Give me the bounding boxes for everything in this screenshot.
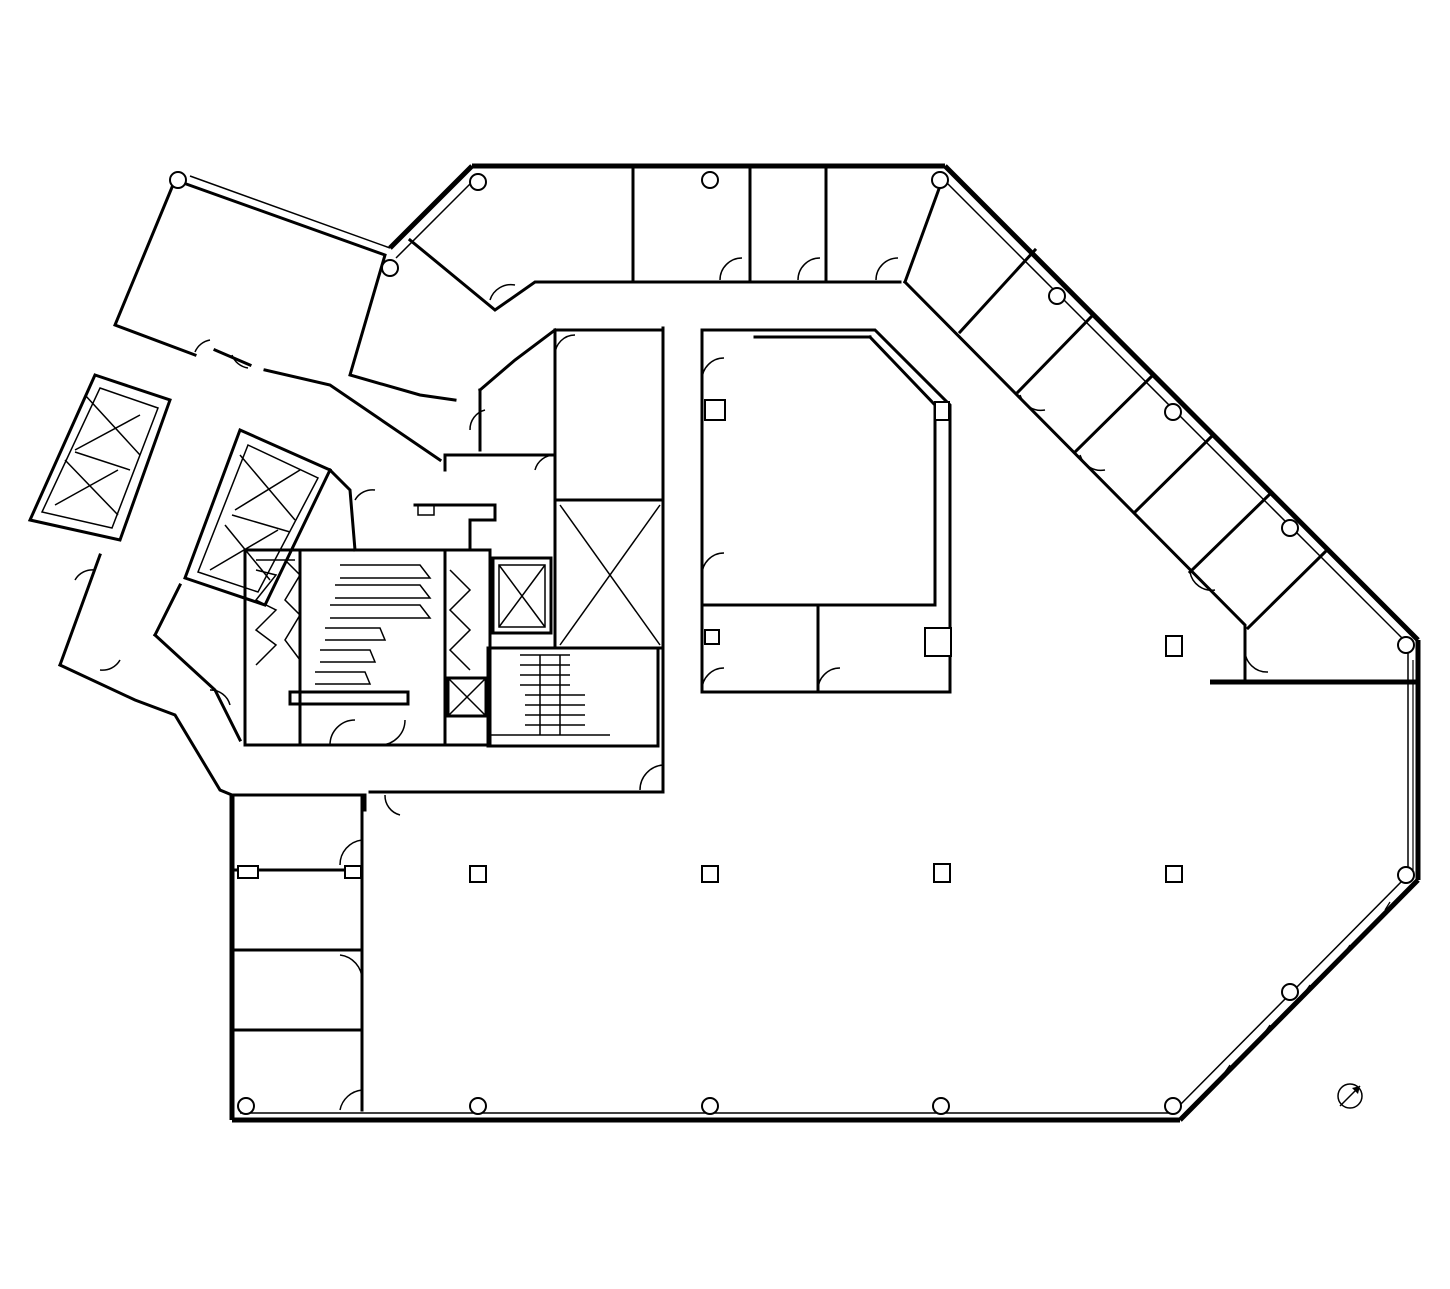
column-icon bbox=[701, 865, 719, 883]
elevator-cross-icon bbox=[54, 394, 141, 516]
elevator-cross-icon bbox=[498, 564, 546, 628]
top-office-row bbox=[407, 166, 942, 312]
column-icon bbox=[933, 863, 951, 883]
columns bbox=[469, 635, 1183, 883]
upper-left-annex bbox=[27, 175, 457, 812]
column-icon bbox=[1165, 635, 1183, 657]
toilet-partitions bbox=[254, 559, 472, 685]
north-arrow-icon bbox=[1337, 1083, 1363, 1109]
glazing-mullions bbox=[1189, 660, 1414, 1113]
column-icon bbox=[469, 865, 487, 883]
lower-left-offices bbox=[230, 793, 401, 1112]
exterior-envelope bbox=[229, 163, 1421, 1123]
central-room bbox=[700, 328, 952, 694]
column-icon bbox=[1165, 865, 1183, 883]
diagonal-office-row bbox=[902, 247, 1418, 685]
elevator-cross-icon bbox=[559, 504, 661, 646]
perimeter-columns bbox=[169, 171, 1415, 1115]
elevator-cross-icon bbox=[209, 454, 301, 581]
building-core bbox=[243, 326, 665, 794]
stair-icon bbox=[486, 646, 660, 748]
